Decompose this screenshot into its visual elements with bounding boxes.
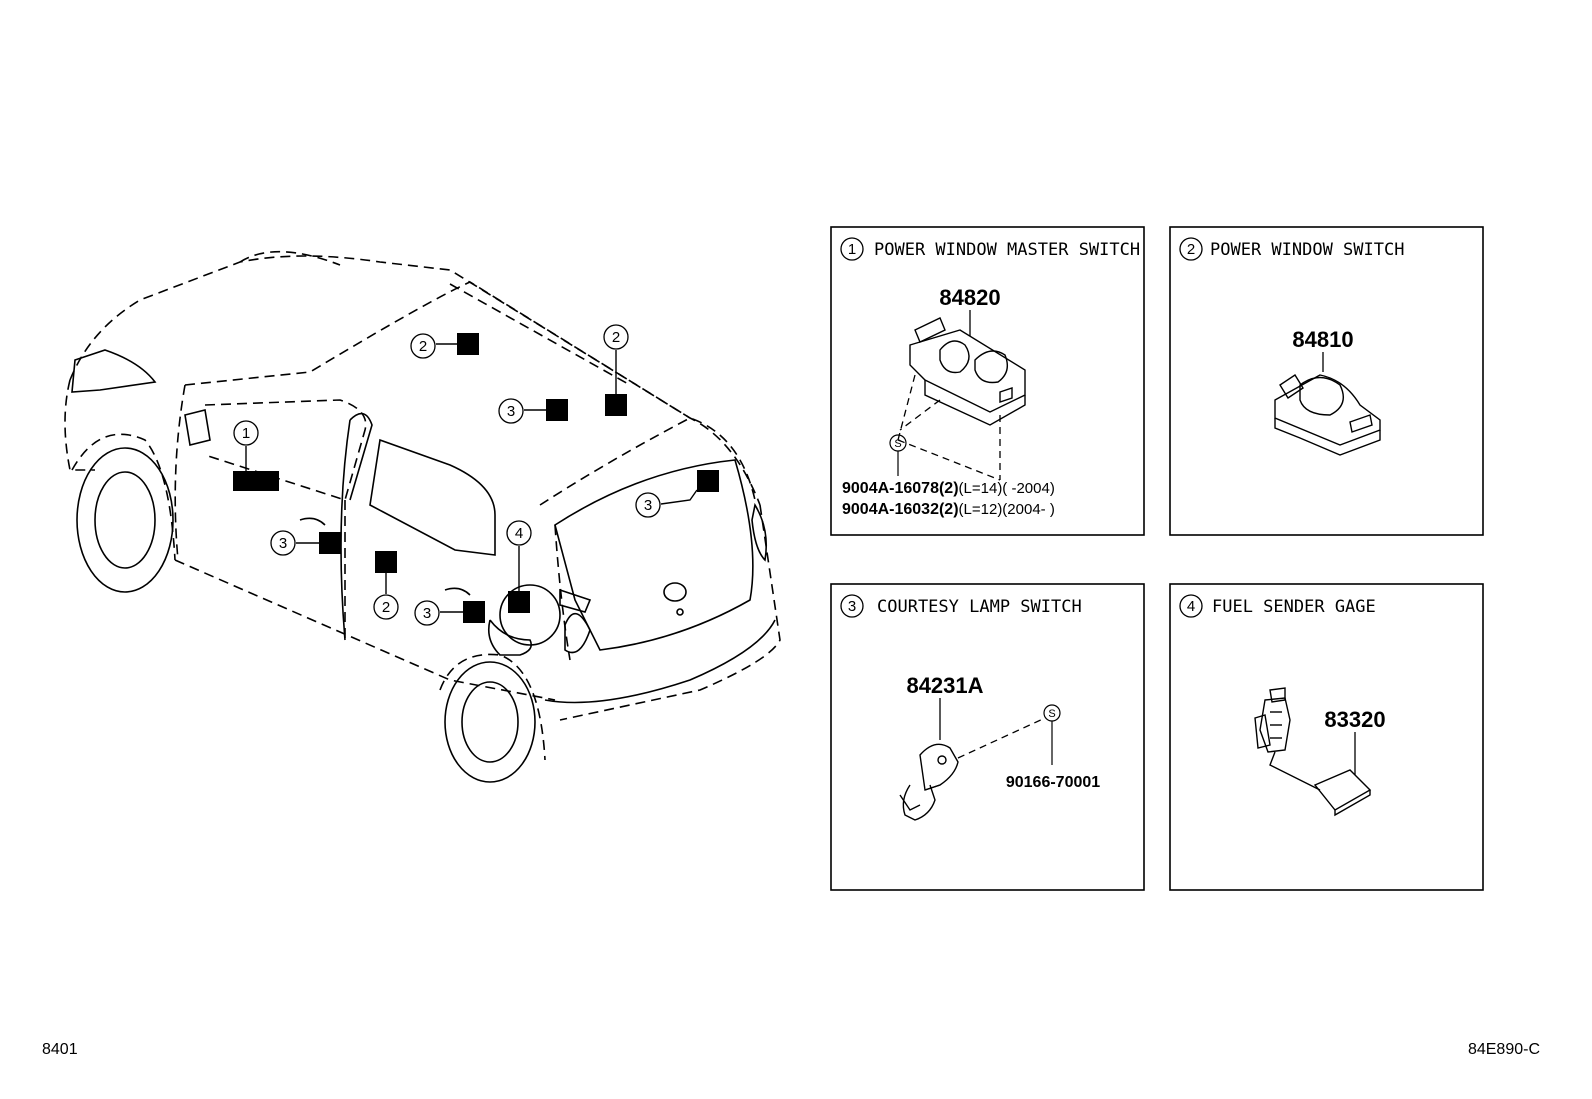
callout-2-car-a: 2 (410, 333, 436, 359)
panel-title: POWER WINDOW MASTER SWITCH (874, 240, 1140, 260)
master-switch-screw-guides (897, 374, 1001, 481)
part-number: 84810 (1292, 327, 1353, 352)
callouts: 1 2 2 3 3 3 3 2 (233, 324, 661, 626)
callout-leaders (245, 343, 698, 613)
window-switch-drawing (1274, 374, 1381, 456)
panel-number: 4 (1187, 598, 1195, 615)
location-marker-lamp-switch-r (546, 399, 568, 421)
screw-part-number: 90166-70001 (1006, 774, 1100, 791)
location-marker-window-switch-l (375, 551, 397, 573)
callout-number: 3 (279, 535, 287, 552)
footer-illustration-code: 84E890-C (1468, 1041, 1540, 1058)
bolt-row-1: 9004A-16078(2)(L=14)( -2004) (842, 480, 1055, 497)
panel-courtesy-lamp-switch: 3 COURTESY LAMP SWITCH 84231A S 90166-70… (830, 583, 1145, 891)
location-marker-lamp-switch-back (697, 470, 719, 492)
callout-3-car-c: 3 (270, 530, 296, 556)
callout-number: 1 (242, 425, 250, 442)
footer-page-code: 8401 (42, 1041, 78, 1058)
callout-2-car-c: 2 (373, 594, 399, 620)
location-marker-window-switch-rr (457, 333, 479, 355)
screw-symbol: S (894, 438, 901, 450)
panel-number: 2 (1187, 241, 1195, 258)
panel-power-window-master-switch: 1 POWER WINDOW MASTER SWITCH 84820 S 900… (830, 226, 1145, 536)
vehicle-illustration (64, 250, 781, 783)
bolt-row-2: 9004A-16032(2)(L=12)(2004- ) (842, 501, 1055, 518)
location-marker-fuel-gage (508, 591, 530, 613)
location-marker-lamp-switch-rl (463, 601, 485, 623)
callout-number: 2 (612, 329, 620, 346)
bolt-spec: (L=12)(2004- ) (959, 501, 1055, 518)
panel-title: COURTESY LAMP SWITCH (877, 597, 1082, 617)
callout-3-car-b: 3 (635, 492, 661, 518)
part-number: 84231A (906, 673, 983, 698)
location-marker-lamp-switch-fl (319, 532, 341, 554)
callout-number: 3 (507, 403, 515, 420)
bolt-spec: (L=14)( -2004) (959, 480, 1055, 497)
bolt-code: 9004A-16032(2) (842, 501, 959, 518)
location-marker-master-switch (233, 471, 279, 491)
panel-power-window-switch: 2 POWER WINDOW SWITCH 84810 (1169, 226, 1484, 536)
location-markers (233, 333, 719, 623)
location-marker-window-switch-rl (605, 394, 627, 416)
callout-number: 2 (419, 338, 427, 355)
callout-2-car-b: 2 (603, 324, 629, 350)
callout-3-car-d: 3 (414, 600, 440, 626)
callout-3-car-a: 3 (498, 398, 524, 424)
callout-number: 3 (644, 497, 652, 514)
callout-number: 4 (515, 525, 523, 542)
panel-number: 1 (848, 241, 856, 258)
lamp-switch-drawing (899, 743, 959, 821)
screw-symbol: S (1048, 708, 1055, 720)
panel-fuel-sender-gage: 4 FUEL SENDER GAGE 83320 (1169, 583, 1484, 891)
callout-number: 2 (382, 599, 390, 616)
callout-4-car: 4 (506, 520, 532, 546)
part-number: 83320 (1324, 707, 1385, 732)
panel-title: POWER WINDOW SWITCH (1210, 240, 1404, 260)
callout-number: 3 (423, 605, 431, 622)
callout-1-car: 1 (233, 420, 259, 446)
master-switch-drawing (909, 317, 1026, 426)
panel-title: FUEL SENDER GAGE (1212, 597, 1376, 617)
part-number: 84820 (939, 285, 1000, 310)
fuel-gage-drawing (1254, 687, 1372, 817)
panel-number: 3 (848, 598, 856, 615)
bolt-code: 9004A-16078(2) (842, 480, 959, 497)
